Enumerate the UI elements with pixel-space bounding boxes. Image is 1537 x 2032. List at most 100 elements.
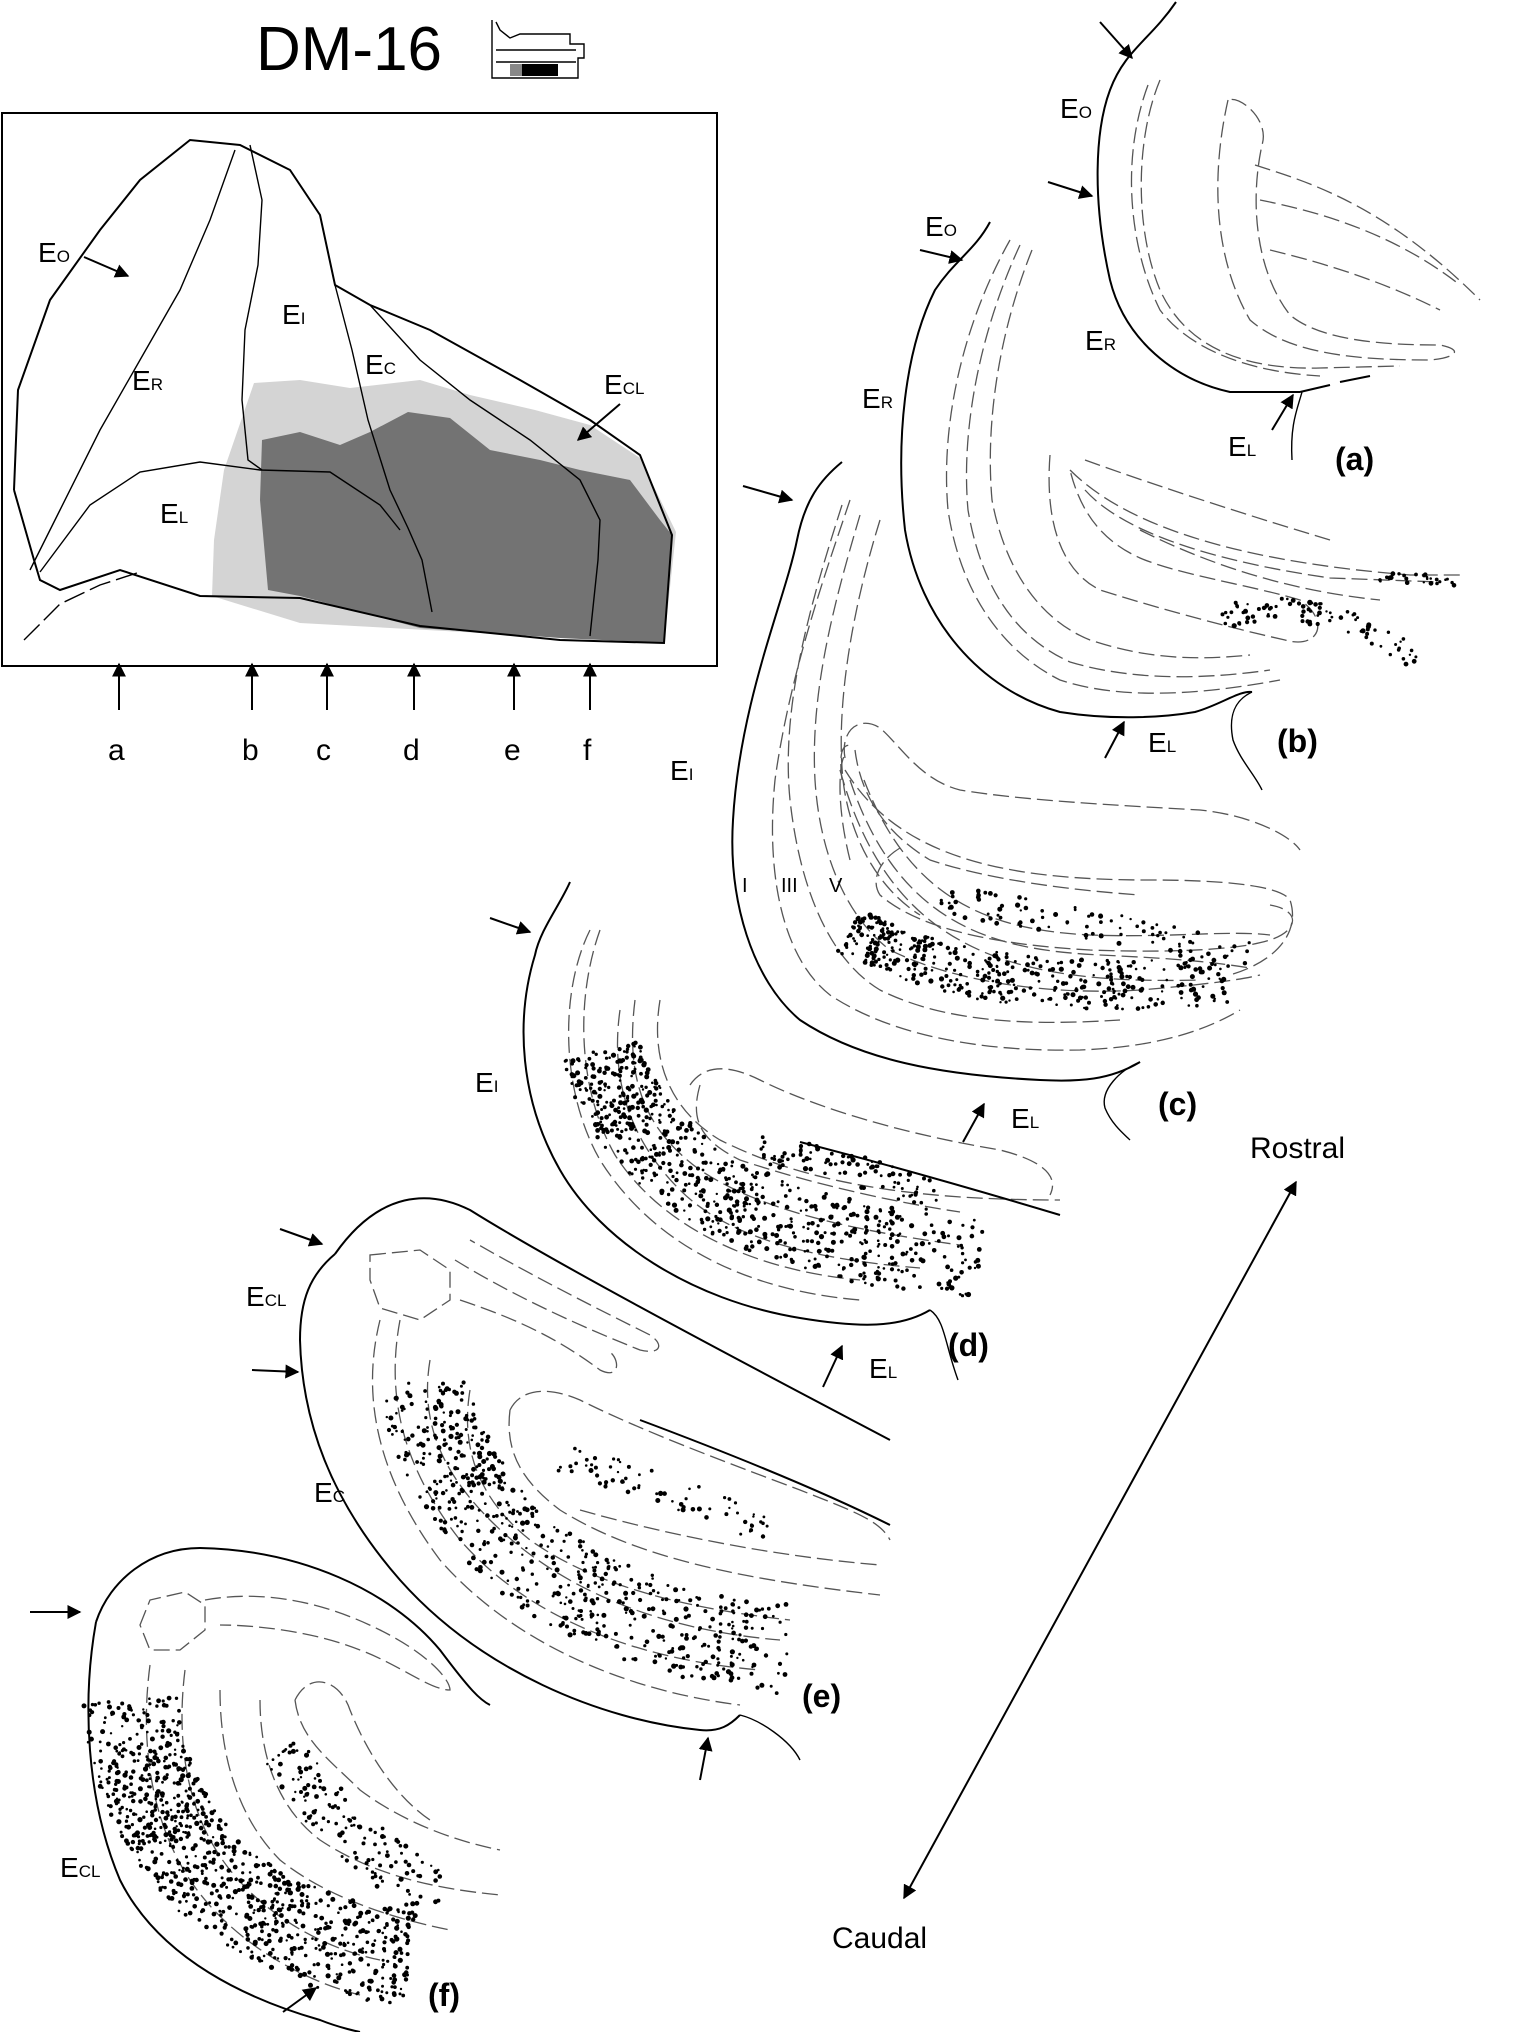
- neuron-dot: [980, 918, 986, 923]
- neuron-dot: [760, 1534, 766, 1539]
- neuron-dot: [405, 1390, 410, 1395]
- neuron-dot: [640, 1084, 644, 1088]
- neuron-dot: [743, 1246, 749, 1251]
- neuron-dot: [448, 1433, 454, 1439]
- neuron-dot: [370, 1949, 375, 1954]
- neuron-dot: [162, 1822, 167, 1827]
- neuron-dot: [862, 960, 868, 965]
- neuron-dot: [1226, 615, 1230, 619]
- neuron-dot: [97, 1701, 101, 1705]
- neuron-dot: [268, 1863, 273, 1868]
- neuron-dot: [160, 1728, 165, 1733]
- neuron-dot: [205, 1851, 210, 1855]
- neuron-dot: [1402, 573, 1406, 578]
- neuron-dot: [806, 1141, 812, 1147]
- neuron-dot: [838, 1171, 842, 1175]
- neuron-dot: [1100, 995, 1103, 998]
- neuron-dot: [1219, 967, 1222, 971]
- neuron-dot: [636, 1113, 641, 1118]
- neuron-dot: [869, 963, 874, 967]
- neuron-dot: [149, 1736, 155, 1742]
- neuron-dot: [641, 1088, 645, 1091]
- neuron-dot: [175, 1780, 181, 1786]
- neuron-dot: [209, 1891, 214, 1896]
- neuron-dot: [81, 1703, 87, 1709]
- neuron-dot: [617, 1106, 621, 1110]
- neuron-dot: [729, 1649, 736, 1655]
- neuron-dot: [671, 1117, 676, 1122]
- neuron-dot: [535, 1523, 541, 1529]
- neuron-dot: [422, 1451, 426, 1456]
- neuron-dot: [324, 1951, 331, 1957]
- neuron-dot: [506, 1579, 510, 1582]
- neuron-dot: [148, 1702, 152, 1706]
- neuron-dot: [152, 1755, 158, 1761]
- neuron-dot: [313, 1777, 317, 1780]
- neuron-dot: [908, 947, 912, 951]
- neuron-dot: [222, 1925, 227, 1930]
- neuron-dot: [645, 1582, 649, 1586]
- neuron-dot: [1428, 580, 1434, 586]
- neuron-dot: [385, 1399, 389, 1403]
- neuron-dot: [351, 1900, 356, 1904]
- neuron-dot: [516, 1510, 519, 1513]
- neuron-dot: [474, 1567, 479, 1572]
- neuron-dot: [749, 1613, 754, 1618]
- neuron-dot: [1279, 596, 1284, 601]
- neuron-dot: [140, 1774, 144, 1777]
- neuron-dot: [665, 1202, 670, 1206]
- neuron-dot: [211, 1860, 216, 1865]
- neuron-dot: [649, 1468, 654, 1473]
- neuron-dot: [1264, 606, 1267, 609]
- neuron-dot: [204, 1924, 209, 1930]
- neuron-dot: [780, 1180, 784, 1183]
- neuron-dot: [171, 1761, 176, 1766]
- neuron-dot: [967, 960, 972, 966]
- neuron-dot: [1106, 962, 1110, 966]
- neuron-dot: [581, 1549, 584, 1552]
- neuron-dot: [607, 1085, 611, 1090]
- neuron-dot: [248, 1871, 252, 1874]
- neuron-dot: [142, 1766, 149, 1772]
- neuron-dot: [849, 1153, 854, 1159]
- neuron-dot: [629, 1158, 635, 1164]
- neuron-dot: [616, 1458, 621, 1462]
- neuron-dot: [669, 1187, 675, 1192]
- panel-d-label-ei: EI: [475, 1067, 498, 1098]
- neuron-dot: [196, 1808, 200, 1812]
- neuron-dot: [1053, 912, 1059, 917]
- neuron-dot: [441, 1381, 445, 1386]
- neuron-dot: [86, 1740, 90, 1744]
- dark-gray-zone: [260, 412, 672, 643]
- neuron-dot: [1026, 968, 1030, 972]
- neuron-dot: [1109, 919, 1113, 923]
- neuron-dot: [677, 1508, 680, 1512]
- neuron-dot: [778, 1160, 782, 1164]
- neuron-dot: [761, 1186, 765, 1189]
- neuron-dot: [1135, 924, 1139, 929]
- neuron-dot: [718, 1217, 723, 1222]
- neuron-dot: [595, 1135, 600, 1140]
- neuron-dot: [793, 1235, 797, 1239]
- neuron-dot: [724, 1226, 728, 1229]
- neuron-dot: [765, 1524, 769, 1528]
- neuron-dot: [271, 1758, 275, 1761]
- neuron-dot: [604, 1590, 609, 1595]
- neuron-dot: [107, 1704, 112, 1710]
- neuron-dot: [700, 1142, 704, 1146]
- neuron-dot: [648, 1582, 653, 1588]
- neuron-dot: [604, 1557, 609, 1563]
- brain-icon: [491, 20, 585, 79]
- neuron-dot: [779, 1255, 783, 1259]
- neuron-dot: [469, 1489, 473, 1494]
- neuron-dot: [304, 1792, 310, 1797]
- neuron-dot: [439, 1404, 443, 1408]
- neuron-dot: [285, 1939, 288, 1942]
- neuron-dot: [915, 962, 919, 966]
- neuron-dot: [625, 1151, 629, 1155]
- neuron-dot: [516, 1595, 520, 1599]
- neuron-dot: [1112, 991, 1116, 995]
- neuron-dot: [288, 1883, 293, 1887]
- neuron-dot: [125, 1807, 129, 1811]
- neuron-dot: [212, 1849, 217, 1855]
